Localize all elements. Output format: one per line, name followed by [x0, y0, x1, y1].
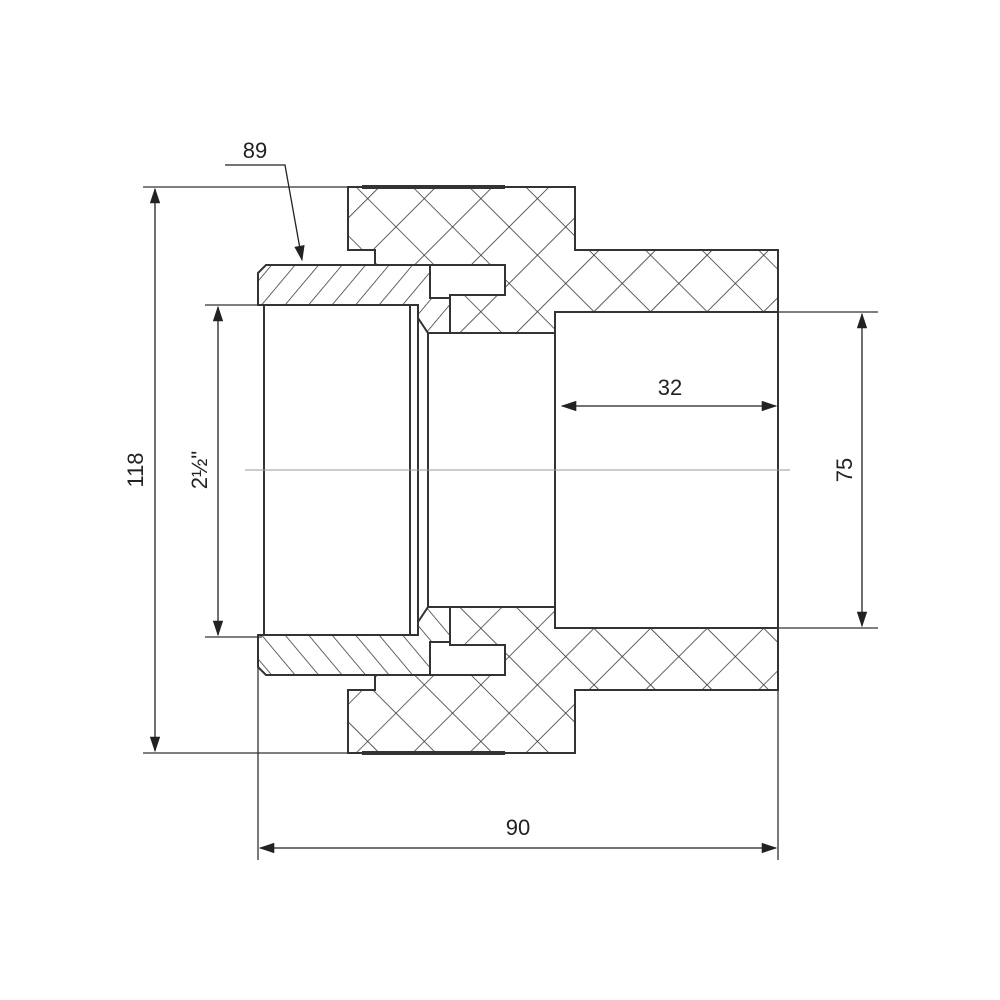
nut-body-crosshatch [347, 186, 779, 334]
extension-lines [143, 186, 878, 860]
label-90: 90 [506, 815, 530, 840]
label-118: 118 [123, 452, 148, 487]
leader-89 [225, 164, 305, 262]
label-75: 75 [832, 458, 857, 482]
section-bottom-half [257, 606, 779, 754]
dimension-lines [149, 164, 868, 854]
threaded-end-hatch [257, 264, 451, 334]
label-89: 89 [243, 138, 267, 163]
label-thread-size: 2½" [187, 451, 212, 489]
section-top-half [257, 186, 779, 334]
label-32: 32 [658, 375, 682, 400]
